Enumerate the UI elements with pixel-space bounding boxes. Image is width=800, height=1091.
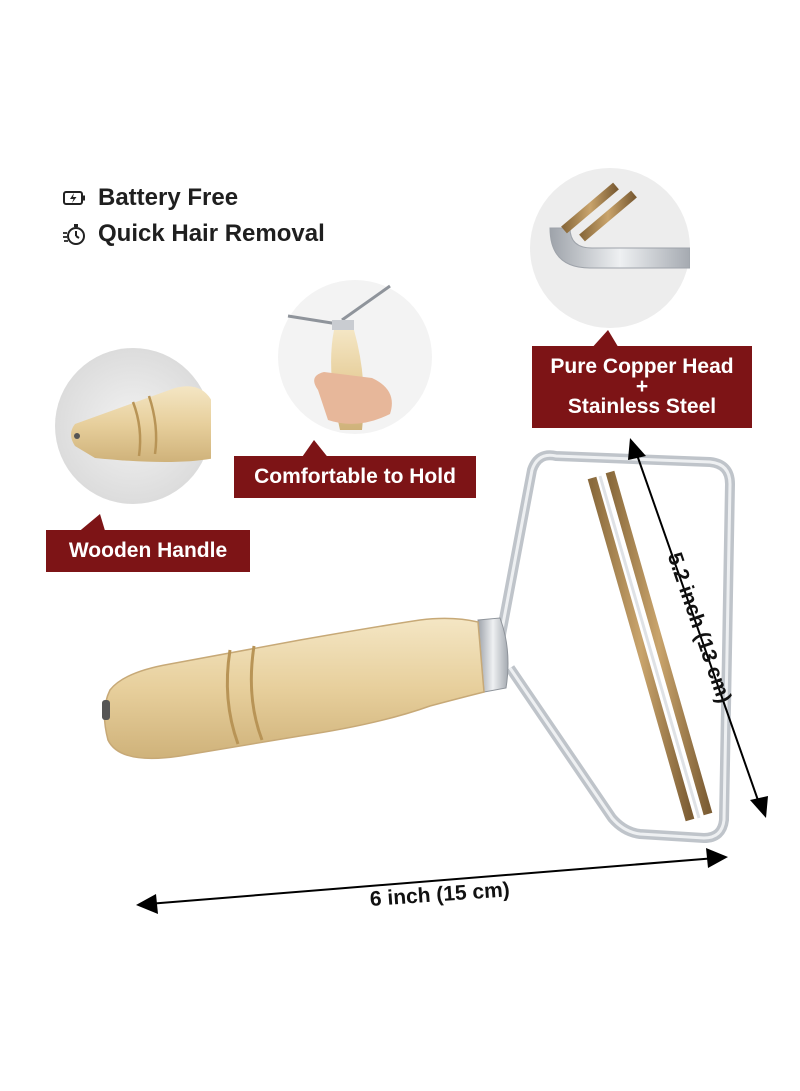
callout-text: Comfortable to Hold	[254, 465, 456, 488]
stopwatch-icon	[63, 224, 85, 245]
feature-label: Battery Free	[98, 184, 239, 211]
callout-line: Stainless Steel	[567, 395, 717, 418]
callout-line: Pure Copper Head	[550, 355, 734, 378]
callout-wooden-pointer	[76, 514, 106, 534]
metal-ferrule	[477, 617, 509, 693]
callout-text: Wooden Handle	[68, 539, 228, 562]
callout-comfortable-pointer	[300, 440, 330, 460]
detail-circle-grip	[278, 280, 432, 434]
callout-comfortable-to-hold: Comfortable to Hold	[234, 456, 476, 498]
width-dimension-arrow	[136, 848, 728, 914]
copper-coils	[587, 470, 713, 822]
detail-circle-handle	[55, 348, 211, 504]
callout-line: +	[635, 375, 649, 398]
wooden-handle	[103, 617, 485, 760]
battery-charging-icon	[63, 191, 85, 205]
callout-wooden-handle: Wooden Handle	[46, 530, 250, 572]
detail-circle-copper-head	[530, 168, 690, 328]
feature-battery-free: Battery Free	[62, 184, 238, 212]
callout-copper-head: Pure Copper Head + Stainless Steel	[532, 346, 752, 428]
feature-quick-hair-removal: Quick Hair Removal	[62, 220, 325, 248]
feature-label: Quick Hair Removal	[98, 220, 325, 247]
height-dimension-arrow	[628, 438, 768, 818]
callout-copper-pointer	[590, 330, 620, 350]
